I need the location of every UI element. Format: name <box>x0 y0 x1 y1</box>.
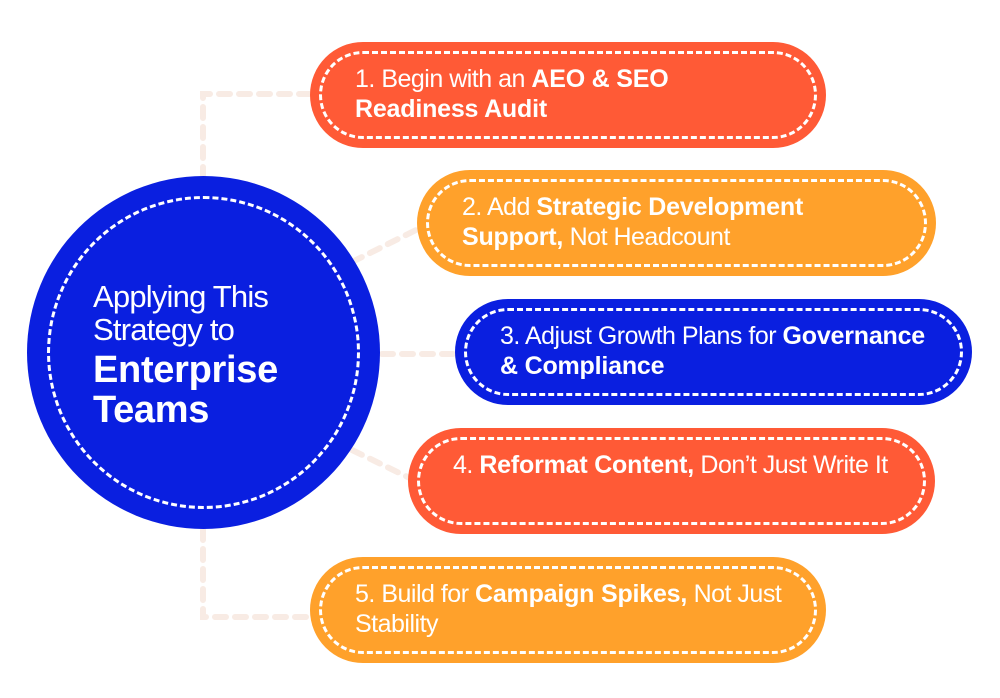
step-text-suffix: Not Just Stability <box>355 580 782 638</box>
hub-title: Applying This Strategy to Enterprise Tea… <box>93 280 278 430</box>
step-card-4: 4. Reformat Content, Don’t Just Write It <box>408 428 935 534</box>
step-number: 1. <box>355 65 375 93</box>
step-text-regular: Add <box>486 193 537 221</box>
hub-title-line-2: Strategy to <box>93 312 235 347</box>
step-number: 3. <box>500 322 520 350</box>
step-text: 3. Adjust Growth Plans for Governance & … <box>500 321 942 381</box>
connector-step-5 <box>200 526 315 620</box>
step-card-1: 1. Begin with an AEO & SEO Readiness Aud… <box>310 42 826 148</box>
step-card-5: 5. Build for Campaign Spikes, Not Just S… <box>310 557 826 663</box>
central-hub-circle: Applying This Strategy to Enterprise Tea… <box>27 176 380 529</box>
step-text-bold: Campaign Spikes, <box>474 580 688 608</box>
step-number: 2. <box>462 193 482 221</box>
hub-title-line-4: Teams <box>93 389 210 431</box>
step-text: 2. Add Strategic Development Support, No… <box>462 192 906 252</box>
step-text-regular: Begin with an <box>381 65 532 93</box>
step-text-suffix: Don’t Just Write It <box>693 451 888 479</box>
hub-title-line-3: Enterprise <box>93 349 278 391</box>
step-number: 5. <box>355 580 375 608</box>
step-text-bold: Reformat Content, <box>479 451 694 479</box>
step-number: 4. <box>453 451 473 479</box>
step-card-2: 2. Add Strategic Development Support, No… <box>417 170 936 276</box>
step-text: 1. Begin with an AEO & SEO Readiness Aud… <box>355 64 796 124</box>
step-card-3: 3. Adjust Growth Plans for Governance & … <box>455 299 972 405</box>
step-text-suffix: Not Headcount <box>563 223 731 251</box>
step-text-bold: Governance & Compliance <box>500 322 926 380</box>
step-text: 4. Reformat Content, Don’t Just Write It <box>453 450 905 480</box>
step-text-bold: Strategic Development Support, <box>462 193 804 251</box>
connector-step-2 <box>349 225 423 265</box>
step-text: 5. Build for Campaign Spikes, Not Just S… <box>355 579 796 639</box>
step-text-bold: AEO & SEO Readiness Audit <box>355 65 669 123</box>
connector-step-1 <box>200 91 315 181</box>
step-text-regular: Adjust Growth Plans for <box>524 322 783 350</box>
hub-title-line-1: Applying This <box>93 279 269 314</box>
step-text-regular: Build for <box>381 580 475 608</box>
